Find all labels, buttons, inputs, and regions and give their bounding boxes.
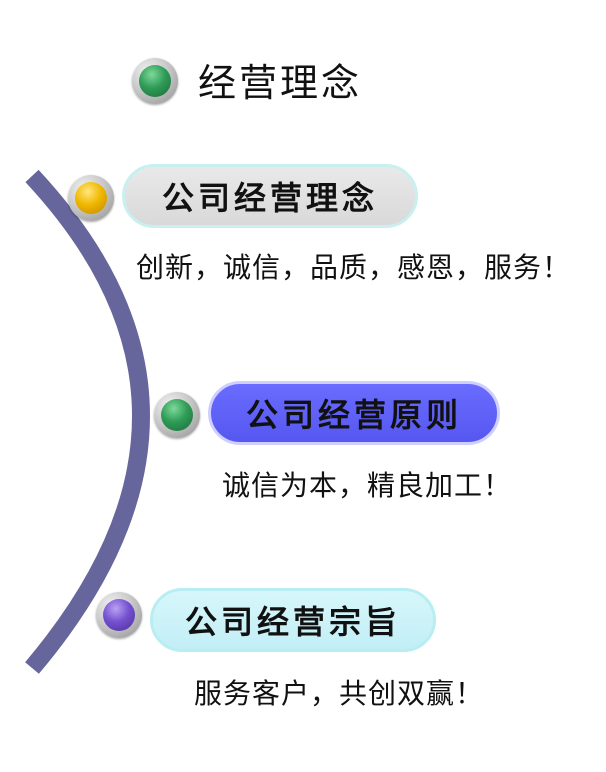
yellow-sphere-icon: [75, 182, 107, 214]
item-1-label-pill: 公司经营理念: [122, 164, 418, 228]
green-sphere-icon: [161, 399, 193, 431]
header-bullet-icon: [132, 58, 178, 104]
item-1-bullet-icon: [68, 175, 114, 221]
page-title: 经营理念: [198, 61, 363, 105]
item-1-description: 创新，诚信，品质，感恩，服务！: [136, 251, 572, 284]
item-2-description: 诚信为本，精良加工！: [222, 469, 513, 502]
purple-sphere-icon: [103, 599, 135, 631]
item-2-bullet-icon: [154, 392, 200, 438]
item-3-description: 服务客户，共创双赢！: [194, 677, 485, 710]
green-sphere-icon: [139, 65, 171, 97]
item-2-label-pill: 公司经营原则: [208, 381, 500, 445]
item-3-label-pill: 公司经营宗旨: [150, 588, 436, 652]
arc-path: [25, 169, 150, 674]
item-3-bullet-icon: [96, 592, 142, 638]
